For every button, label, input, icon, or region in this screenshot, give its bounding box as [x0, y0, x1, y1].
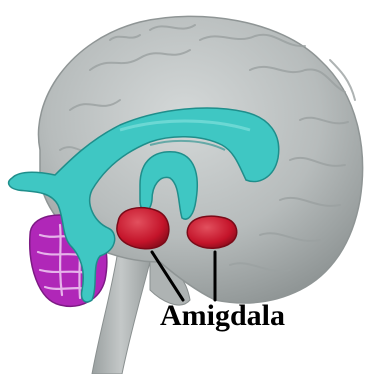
- amygdala-label: Amigdala: [160, 299, 285, 333]
